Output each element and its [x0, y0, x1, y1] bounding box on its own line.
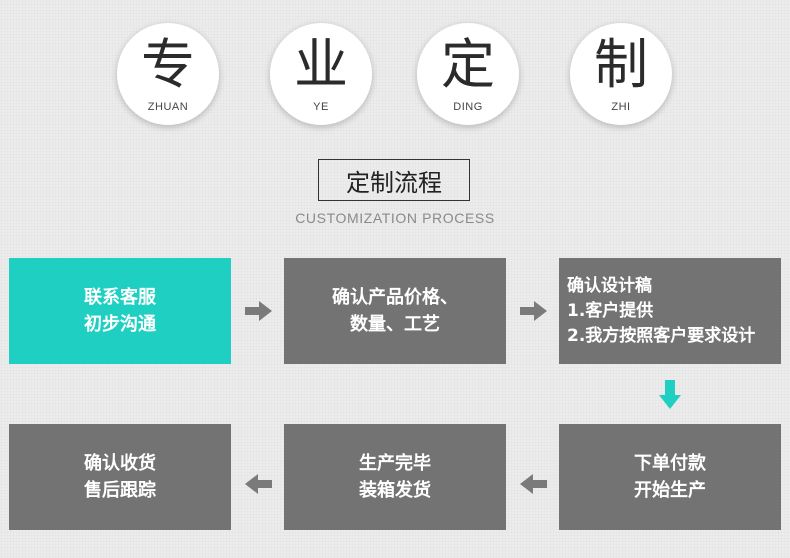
step-contact-service: 联系客服 初步沟通	[9, 258, 231, 364]
step-line: 1.客户提供	[567, 300, 654, 321]
circle-ye: 业 YE	[270, 23, 372, 125]
step-confirm-receipt: 确认收货 售后跟踪	[9, 424, 231, 530]
circle-pinyin: YE	[313, 101, 329, 113]
arrow-right-icon	[245, 301, 272, 321]
circle-pinyin: ZHUAN	[147, 101, 189, 113]
step-line: 生产完毕	[359, 453, 431, 474]
circle-character: 定	[441, 33, 495, 96]
arrow-down-icon	[659, 380, 681, 409]
circle-pinyin: DING	[453, 101, 483, 113]
arrow-left-icon	[245, 474, 272, 494]
step-line: 联系客服	[84, 287, 156, 308]
circle-pinyin: ZHI	[611, 101, 631, 113]
arrow-left-icon	[520, 474, 547, 494]
circle-ding: 定 DING	[417, 23, 519, 125]
arrow-right-icon	[520, 301, 547, 321]
step-order-payment: 下单付款 开始生产	[559, 424, 781, 530]
step-line: 下单付款	[634, 453, 706, 474]
step-production-done: 生产完毕 装箱发货	[284, 424, 506, 530]
section-title: 定制流程	[318, 159, 470, 201]
step-line: 数量、工艺	[350, 314, 440, 335]
step-line: 确认设计稿	[567, 275, 652, 296]
circle-character: 业	[294, 33, 348, 96]
circle-zhi: 制 ZHI	[570, 23, 672, 125]
step-confirm-design: 确认设计稿 1.客户提供 2.我方按照客户要求设计	[559, 258, 781, 364]
step-line: 售后跟踪	[84, 480, 156, 501]
step-line: 2.我方按照客户要求设计	[567, 325, 756, 346]
circle-zhuan: 专 ZHUAN	[117, 23, 219, 125]
section-subtitle: CUSTOMIZATION PROCESS	[295, 210, 495, 226]
step-line: 开始生产	[634, 480, 706, 501]
step-line: 初步沟通	[84, 314, 156, 335]
step-line: 装箱发货	[359, 480, 431, 501]
step-line: 确认产品价格、	[332, 287, 458, 308]
circle-character: 专	[141, 33, 195, 96]
step-line: 确认收货	[84, 453, 156, 474]
step-confirm-price: 确认产品价格、 数量、工艺	[284, 258, 506, 364]
circle-character: 制	[594, 33, 648, 96]
